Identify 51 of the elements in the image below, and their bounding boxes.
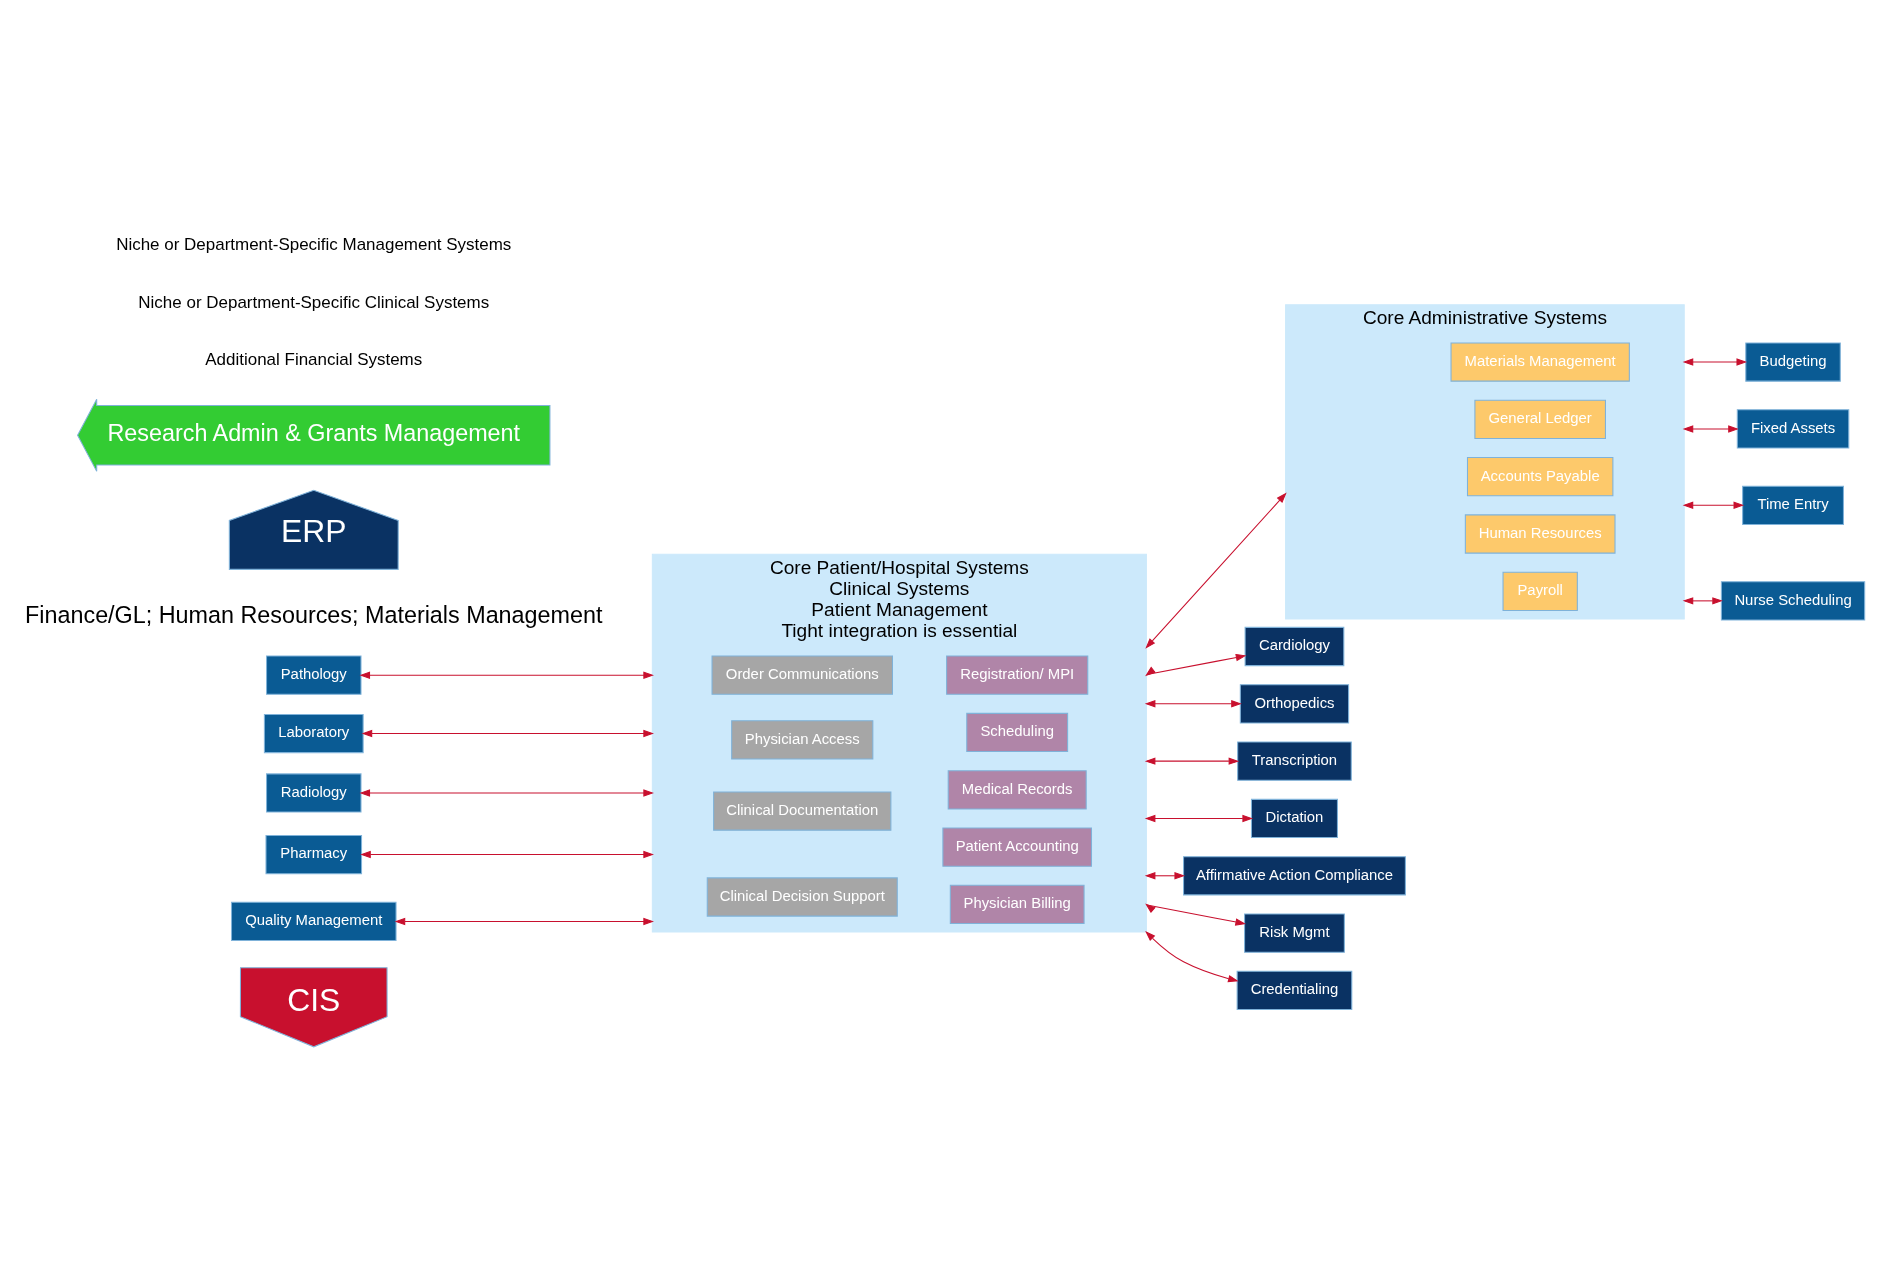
node-box: Human Resources	[1464, 514, 1616, 554]
arrow	[1682, 597, 1723, 605]
label: Niche or Department-Specific Clinical Systems	[138, 292, 490, 312]
node-box: Credentialing	[1236, 970, 1353, 1011]
node-box: Nurse Scheduling	[1720, 581, 1866, 621]
node-box: Scheduling	[966, 712, 1069, 753]
arrow	[1145, 492, 1287, 649]
node-box: Cardiology	[1244, 626, 1345, 667]
arrow	[1145, 930, 1239, 983]
node-box: Laboratory	[263, 713, 364, 754]
node-box: Physician Access	[731, 720, 874, 760]
node-box: Physician Billing	[949, 884, 1085, 925]
node-box: Accounts Payable	[1466, 457, 1614, 497]
node-box: Orthopedics	[1239, 684, 1350, 724]
arrow	[1144, 700, 1242, 708]
node-box: Payroll	[1502, 571, 1578, 611]
arrow	[1682, 425, 1739, 433]
node-box: Order Communications	[711, 655, 893, 695]
node-box: Transcription	[1237, 741, 1352, 781]
arrow	[361, 729, 654, 738]
node-box: Clinical Documentation	[713, 791, 892, 831]
node-box: Pharmacy	[265, 834, 363, 875]
node-box: Risk Mgmt	[1244, 913, 1345, 953]
node-box: Dictation	[1250, 798, 1338, 839]
arrow	[394, 917, 654, 926]
node-box: Fixed Assets	[1736, 409, 1850, 449]
node-box: Patient Accounting	[942, 827, 1092, 867]
node-box: Registration/ MPI	[946, 655, 1089, 695]
arrow	[1145, 653, 1247, 677]
arrow	[359, 789, 654, 797]
label: Niche or Department-Specific Management Systems	[116, 235, 512, 255]
arrow	[1144, 757, 1240, 765]
node-box: Medical Records	[947, 770, 1087, 810]
arrow	[360, 850, 654, 859]
arrow	[1682, 501, 1745, 510]
node-box: Quality Management	[230, 901, 397, 942]
arrow	[1144, 814, 1253, 823]
node-box: Clinical Decision Support	[706, 877, 898, 917]
node-box: General Ledger	[1474, 399, 1606, 439]
node-box: Pathology	[266, 655, 362, 695]
node-box: Time Entry	[1742, 485, 1844, 525]
arrow	[1145, 903, 1246, 926]
arrow	[359, 671, 654, 679]
node-box: Radiology	[266, 773, 362, 813]
node-label: Finance/GL; Human Resources; Materials Management	[25, 601, 603, 628]
node-box: Materials Management	[1450, 342, 1630, 382]
arrow	[1682, 358, 1748, 366]
label: Additional Financial Systems	[205, 350, 423, 370]
node-box: Budgeting	[1745, 342, 1841, 382]
arrow	[1144, 872, 1186, 880]
node-box: Affirmative Action Compliance	[1183, 856, 1406, 896]
